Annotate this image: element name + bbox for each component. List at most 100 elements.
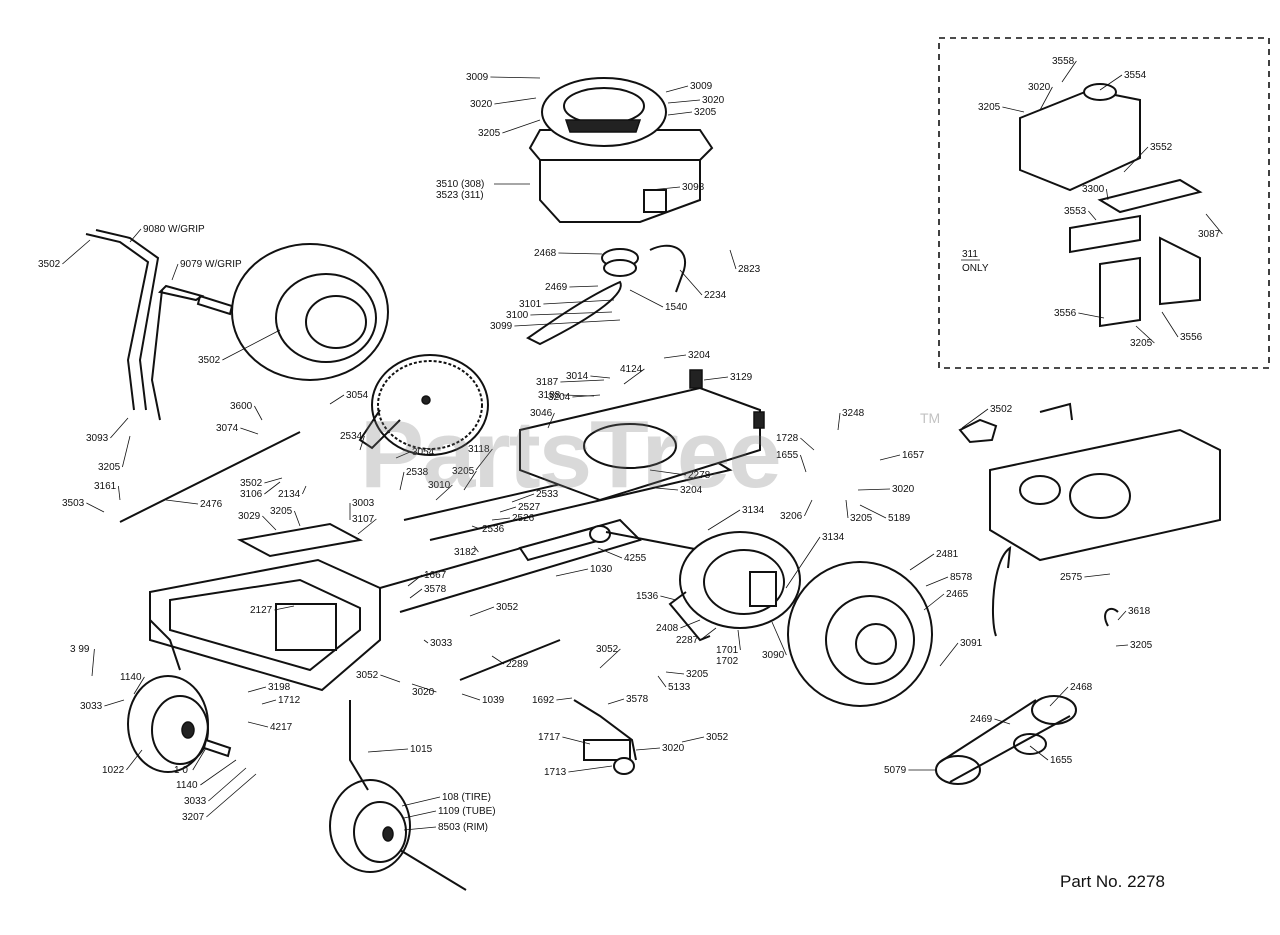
callout-leader xyxy=(264,481,281,495)
callout-leader xyxy=(703,376,729,381)
callout-label: 1109 (TUBE) xyxy=(438,806,496,817)
callout-label: 1140 xyxy=(176,780,198,791)
callout-label: 1 0 xyxy=(174,765,188,776)
callout-leader xyxy=(961,408,989,429)
callout-leader xyxy=(925,576,949,587)
callout-label: 3100 xyxy=(506,310,529,321)
callout-leader xyxy=(91,648,95,677)
callout-leader xyxy=(200,759,237,786)
callout-leader xyxy=(411,683,437,693)
callout-leader xyxy=(597,547,623,559)
callout-label: 2527 xyxy=(518,502,541,513)
callout-label: 3101 xyxy=(519,299,542,310)
callout-label: 2526 xyxy=(512,513,535,524)
callout-leader xyxy=(463,470,477,491)
front-left-wheel xyxy=(127,619,232,773)
callout-leader xyxy=(302,485,307,495)
callout-leader xyxy=(502,119,541,134)
callout-label: 3099 xyxy=(490,321,513,332)
callout-leaders xyxy=(62,60,1223,831)
callout-label: 3091 xyxy=(960,638,983,649)
callout-leader xyxy=(222,329,281,361)
callout-leader xyxy=(857,488,891,491)
callout-leader xyxy=(665,85,689,93)
callout-label: 3206 xyxy=(780,511,803,522)
callout-leader xyxy=(62,239,91,265)
callout-leader xyxy=(556,697,573,701)
callout-label: 1713 xyxy=(544,767,567,778)
callout-label: 3204 xyxy=(688,350,711,361)
callout-label: 4124 xyxy=(620,364,643,375)
callout-label: 3033 xyxy=(430,638,453,649)
callout-label: 1692 xyxy=(532,695,555,706)
callout-leader xyxy=(845,499,849,519)
callout-leader xyxy=(660,595,677,601)
callout-leader xyxy=(572,394,601,398)
callout-label: 3205 xyxy=(452,466,475,477)
callout-leader xyxy=(679,269,703,296)
callout-label: 2134 xyxy=(278,489,301,500)
callout-label: 3020 xyxy=(470,99,493,110)
callout-leader xyxy=(607,698,625,705)
callout-leader xyxy=(800,454,807,473)
callout-leader xyxy=(837,412,841,431)
callout-label: 3205 xyxy=(1130,640,1153,651)
callout-leader xyxy=(133,676,145,695)
callout-label: 3205 xyxy=(1130,338,1153,349)
callout-label: 3107 xyxy=(352,514,375,525)
callout-label: 3553 xyxy=(1064,206,1087,217)
callout-leader xyxy=(407,574,423,587)
callout-leader xyxy=(494,97,537,105)
callout-label: 4217 xyxy=(270,722,293,733)
callout-label: 3556 xyxy=(1054,308,1077,319)
callout-label: 3118 xyxy=(468,444,490,455)
callout-label: 2481 xyxy=(936,549,959,560)
callout-label: 3014 xyxy=(566,371,589,382)
deck-platform xyxy=(519,369,765,502)
callout-leader xyxy=(737,629,741,651)
callout-leader xyxy=(1106,188,1109,201)
callout-leader xyxy=(118,485,121,501)
callout-label: 3198 xyxy=(268,682,291,693)
callout-leader xyxy=(367,748,409,753)
rear-left-tire xyxy=(231,243,389,381)
inset-label-only: ONLY xyxy=(962,263,989,274)
callout-leader xyxy=(562,736,591,745)
callout-label: 3182 xyxy=(454,547,477,558)
callout-label: 3503 xyxy=(62,498,85,509)
callout-label: 3090 xyxy=(762,650,785,661)
callout-leader xyxy=(804,499,813,517)
callout-label: 1030 xyxy=(590,564,613,575)
steering-rods xyxy=(119,431,637,775)
callout-leader xyxy=(129,228,142,243)
callout-leader xyxy=(785,536,821,589)
callout-leader xyxy=(461,693,481,701)
callout-label: 3 99 xyxy=(70,644,90,655)
callout-label: 1015 xyxy=(410,744,433,755)
callout-leader xyxy=(771,621,787,656)
callout-leader xyxy=(635,747,661,751)
callout-leader xyxy=(499,506,517,513)
callout-leader xyxy=(859,504,887,519)
callout-leader xyxy=(104,699,125,707)
callout-leader xyxy=(649,469,687,476)
callout-label: 2533 xyxy=(536,489,559,500)
inset-label-311: 311 xyxy=(962,249,978,260)
callout-label: 3054 xyxy=(412,447,435,458)
callout-label: 2536 xyxy=(482,524,505,535)
callout-label: 9080 W/GRIP xyxy=(143,224,205,235)
callout-label: 3052 xyxy=(706,732,729,743)
callout-label: 3205 xyxy=(270,506,293,517)
callout-label: 3600 xyxy=(230,401,253,412)
callout-leader xyxy=(879,454,901,461)
callout-label: 3054 xyxy=(346,390,369,401)
callout-leader xyxy=(1117,610,1127,621)
callout-leader xyxy=(667,111,693,116)
callout-leader xyxy=(1115,644,1129,647)
callout-label: 3033 xyxy=(184,796,207,807)
callout-label: 2278 xyxy=(688,470,711,481)
callout-leader xyxy=(511,493,535,503)
callout-label: 2287 xyxy=(676,635,699,646)
callout-label: 3009 xyxy=(690,81,713,92)
callout-leader xyxy=(1135,325,1155,344)
